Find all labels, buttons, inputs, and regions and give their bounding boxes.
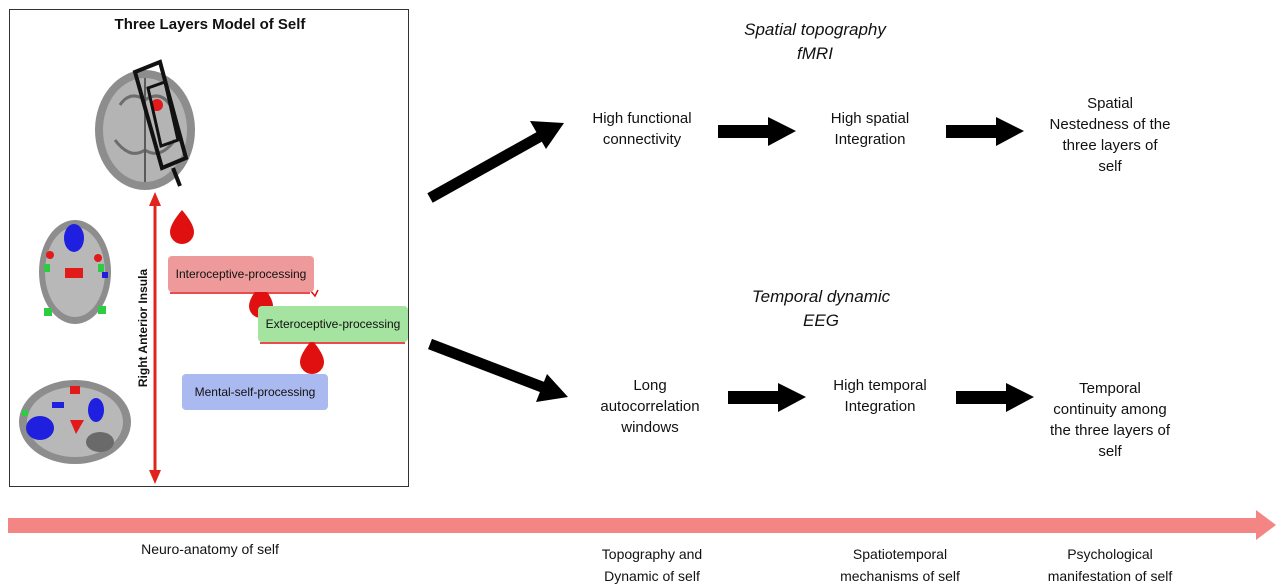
label-topography-dynamic: Topography and Dynamic of self [572,543,732,587]
spatial-step2-line2: Integration [834,131,906,148]
arrow-temporal-2 [956,383,1034,412]
temporal-step2-line2: Integration [844,398,916,415]
temporal-step-autocorrelation: Long autocorrelation windows [580,375,720,438]
spatial-heading-line2: fMRI [797,44,833,63]
brain-axial-top [95,59,195,190]
arrow-spatial-2 [946,117,1024,146]
panel-title: Three Layers Model of Self [114,16,306,33]
insula-arrow [149,192,161,484]
label-manifestation-line2: manifestation of self [1047,568,1173,584]
spatial-step1-line1: High functional [592,110,692,127]
label-psychological-manifestation: Psychological manifestation of self [1020,543,1200,587]
exteroceptive-processing-box: Exteroceptive-processing [258,306,408,342]
label-topography-line2: Dynamic of self [604,568,700,584]
spatial-step3-line3: three layers of [1062,137,1158,154]
temporal-step3-line3: the three layers of [1049,422,1171,439]
temporal-step3-line2: continuity among [1053,401,1167,418]
temporal-step1-line3: windows [621,419,679,436]
label-topography-line1: Topography and [601,546,703,562]
spatial-step3-line1: Spatial [1087,95,1133,112]
temporal-step2-line1: High temporal [833,377,927,394]
spatial-step-integration: High spatial Integration [800,108,940,150]
spatial-step3-line2: Nestedness of the [1049,116,1171,133]
spatial-step2-line1: High spatial [830,110,910,127]
temporal-step1-line2: autocorrelation [600,398,700,415]
mental-self-processing-box: Mental-self-processing [182,374,328,410]
spatial-step-nestedness: Spatial Nestedness of the three layers o… [1030,93,1190,177]
arrow-spatial-1 [718,117,796,146]
interoceptive-processing-box: Interoceptive-processing [168,256,314,292]
temporal-step1-line1: Long [633,377,667,394]
label-mechanisms-line1: Spatiotemporal [852,546,948,562]
brain-sagittal [19,380,131,464]
diagonal-arrow-up [427,121,564,203]
temporal-step-integration: High temporal Integration [810,375,950,417]
spatial-step3-line4: self [1098,158,1122,175]
temporal-step3-line4: self [1098,443,1122,460]
diagonal-arrow-down [428,338,568,402]
label-neuro-anatomy: Neuro-anatomy of self [141,541,279,557]
temporal-heading: Temporal dynamic EEG [706,285,936,333]
temporal-heading-line2: EEG [803,311,839,330]
temporal-step-continuity: Temporal continuity among the three laye… [1030,378,1190,462]
label-manifestation-line1: Psychological [1067,546,1153,562]
three-layers-model-panel: Three Layers Model of Self [9,9,409,487]
temporal-heading-line1: Temporal dynamic [751,287,891,306]
label-spatiotemporal-mechanisms: Spatiotemporal mechanisms of self [815,543,985,587]
spatial-step-connectivity: High functional connectivity [572,108,712,150]
arrow-temporal-1 [728,383,806,412]
bottom-axis-arrow [8,510,1276,540]
label-mechanisms-line2: mechanisms of self [840,568,960,584]
spatial-heading: Spatial topography fMRI [700,18,930,66]
spatial-step1-line2: connectivity [602,131,682,148]
brain-figure [19,59,405,484]
temporal-step3-line1: Temporal [1079,380,1141,397]
spatial-heading-line1: Spatial topography [744,20,886,39]
brain-axial-middle [39,220,111,324]
